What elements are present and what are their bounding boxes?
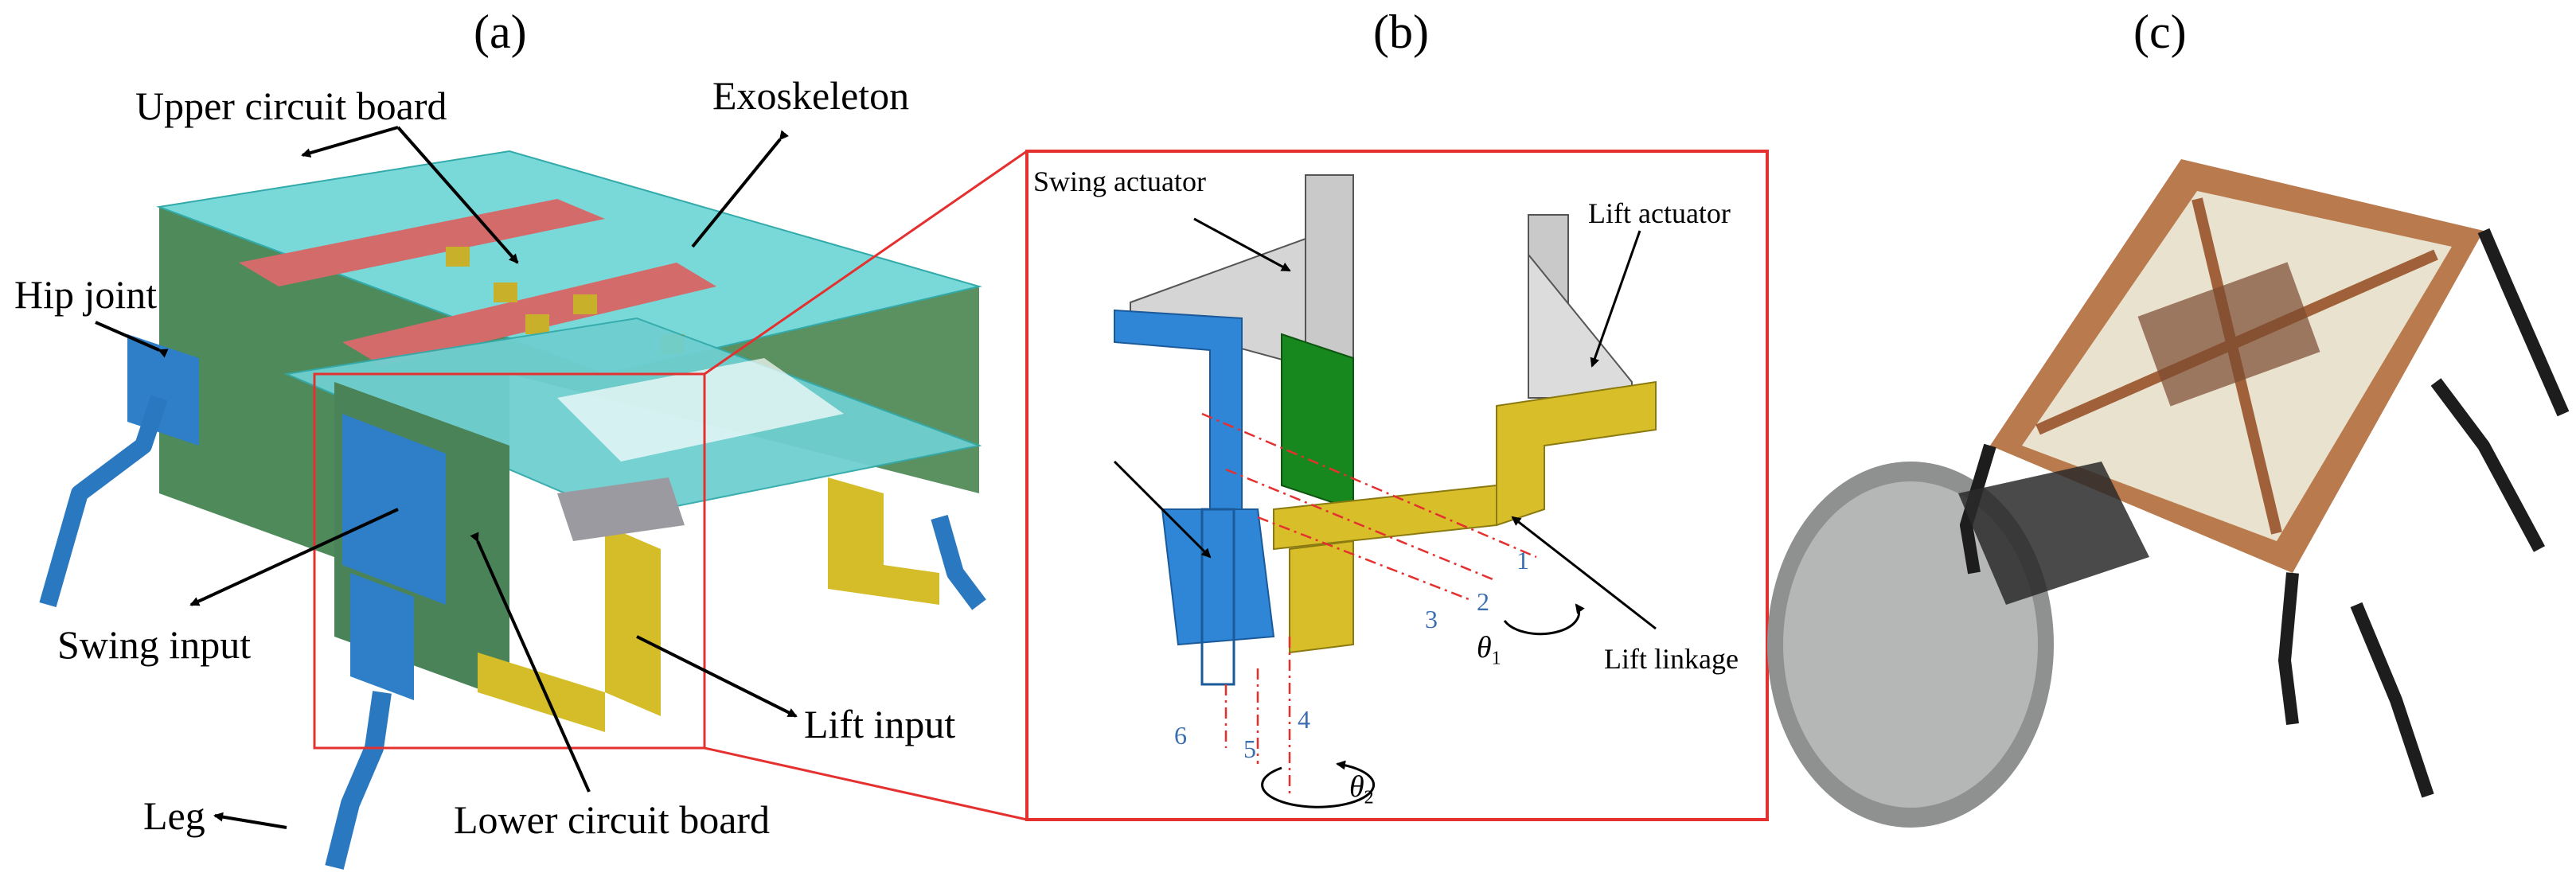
- axis-number-6: 6: [1174, 721, 1187, 750]
- lift-input-right: [828, 477, 884, 573]
- lift-input-block: [605, 525, 661, 716]
- arrow-swing-actuator: [1193, 217, 1291, 272]
- component: [573, 294, 597, 314]
- label-upper-circuit-board: Upper circuit board: [135, 84, 447, 128]
- axis-number-3: 3: [1425, 605, 1438, 633]
- arrow-lower-board: [470, 532, 591, 793]
- theta1-rotation-arc: [1503, 603, 1585, 636]
- lift-input-base: [478, 653, 605, 732]
- label-lower-circuit-board: Lower circuit board: [454, 797, 771, 842]
- component: [446, 247, 470, 267]
- zoom-region-box: [313, 372, 706, 750]
- label-lift-actuator: Lift actuator: [1588, 197, 1731, 229]
- rotation-axes: [1201, 412, 1537, 796]
- panel-label-b: (b): [1373, 6, 1429, 58]
- arrow-lift-actuator: [1590, 230, 1641, 368]
- swing-input-block-detail: [1161, 508, 1275, 646]
- actuator-detail: [1114, 174, 1657, 808]
- robot-photo: [1767, 159, 2570, 828]
- arrow-swing-input: [189, 508, 399, 606]
- swing-input-block: [342, 414, 446, 605]
- arrow-lift-linkage: [1511, 516, 1657, 630]
- lift-actuator-arm: [1496, 380, 1657, 527]
- component: [525, 314, 549, 334]
- arrow-swing-link: [1113, 460, 1212, 559]
- theta2-symbol: θ: [1349, 770, 1364, 804]
- axis-number-2: 2: [1477, 587, 1489, 616]
- arrow-leg: [213, 812, 287, 829]
- arrow-upper-board-down: [396, 126, 519, 264]
- robot-circuit: [2137, 262, 2320, 407]
- robot-3d-model: [39, 150, 986, 870]
- robot-underside: [1958, 462, 2149, 605]
- panel-label-a: (a): [474, 6, 527, 58]
- swing-link: [1200, 508, 1235, 686]
- leg-front-left: [325, 691, 392, 870]
- inner-panel: [557, 477, 685, 541]
- label-swing-input: Swing input: [57, 622, 252, 667]
- arrow-upper-board-left: [301, 126, 399, 158]
- lift-input-right-base: [828, 557, 939, 605]
- label-exoskeleton: Exoskeleton: [712, 73, 910, 118]
- zoom-line-bottom: [704, 746, 1028, 821]
- theta2-label: θ2: [1349, 772, 1374, 808]
- label-lift-linkage: Lift linkage: [1604, 643, 1739, 675]
- theta1-subscript: 1: [1491, 648, 1501, 669]
- robot-legs: [1960, 228, 2570, 798]
- green-link: [1281, 333, 1354, 511]
- theta2-subscript: 2: [1364, 787, 1374, 808]
- theta2-rotation-arc: [1261, 760, 1376, 808]
- axis-number-4: 4: [1298, 705, 1310, 734]
- component: [494, 282, 517, 302]
- panel-label-c: (c): [2133, 6, 2187, 58]
- leg-back-left: [39, 395, 168, 608]
- red-strip-1: [239, 199, 605, 286]
- leg-right: [931, 514, 986, 610]
- theta1-label: θ1: [1477, 633, 1501, 668]
- arrow-lift-input: [636, 635, 798, 718]
- arrow-hip-joint: [95, 321, 169, 358]
- label-lift-input: Lift input: [804, 702, 956, 746]
- zoom-line-top: [704, 150, 1028, 376]
- detail-frame: [1025, 150, 1769, 821]
- label-swing-actuator: Swing actuator: [1033, 166, 1206, 197]
- label-hip-joint: Hip joint: [14, 272, 158, 317]
- arrow-exoskeleton: [691, 130, 789, 248]
- axis-number-1: 1: [1516, 546, 1529, 575]
- theta1-symbol: θ: [1477, 631, 1492, 664]
- plate-cutout: [557, 358, 844, 462]
- leg-upper: [350, 573, 414, 700]
- label-leg: Leg: [143, 793, 205, 838]
- lift-input-detail: [1289, 540, 1354, 654]
- axis-number-5: 5: [1243, 734, 1256, 763]
